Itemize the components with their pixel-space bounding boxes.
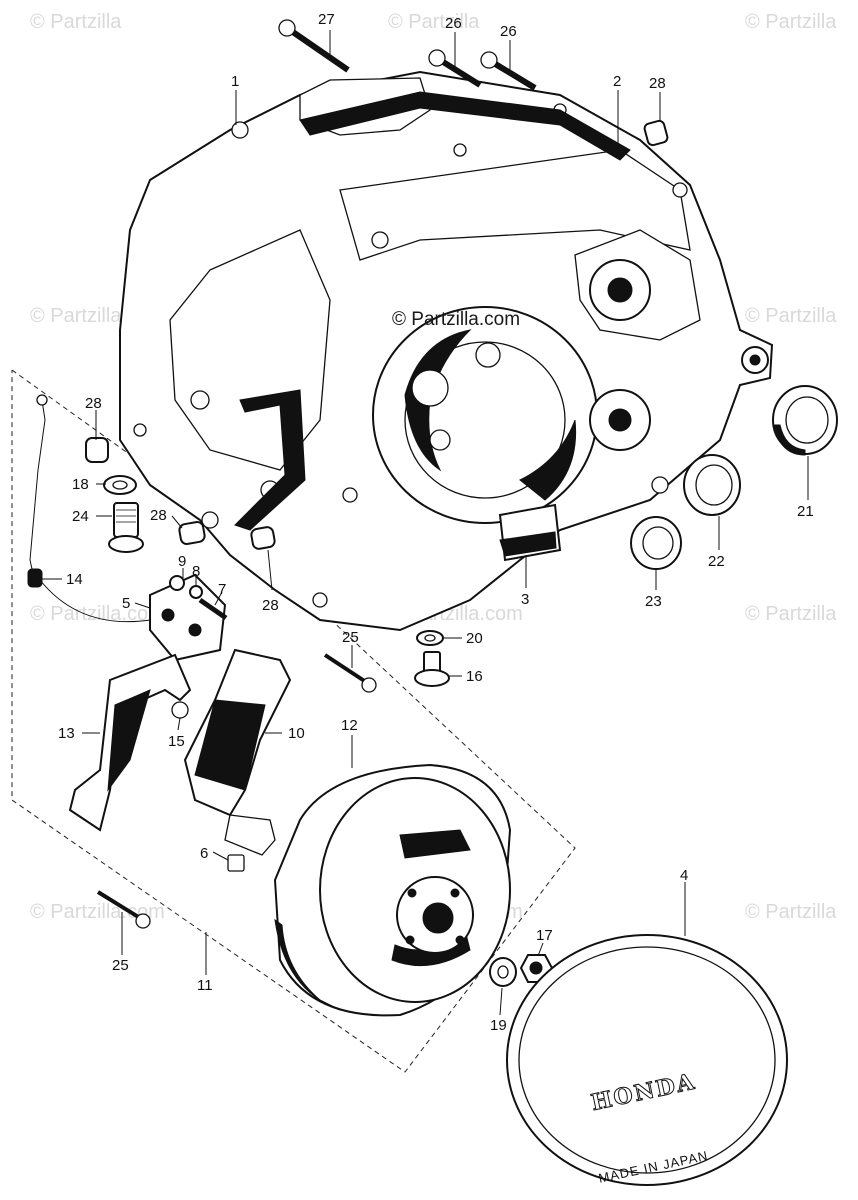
callout-16: 16 <box>466 668 483 685</box>
callout-11: 11 <box>197 977 213 994</box>
watermark-mid-right: © Partzilla <box>745 305 837 327</box>
watermark-top-right: © Partzilla <box>745 11 837 33</box>
callout-15: 15 <box>168 733 185 750</box>
screw-25-lower <box>96 890 151 929</box>
washer-9 <box>169 575 185 591</box>
callout-21: 21 <box>797 503 814 520</box>
watermark-lower-right: © Partzilla <box>745 603 837 625</box>
callout-26: 26 <box>500 23 517 40</box>
callout-17: 17 <box>536 927 553 944</box>
wire-clamp-13 <box>68 653 192 832</box>
oil-seal-23 <box>630 516 682 570</box>
leader-lines <box>42 30 809 1016</box>
drain-bolt-24 <box>108 502 144 553</box>
bolt-26-right <box>480 51 537 91</box>
oil-seal-22 <box>683 454 741 516</box>
callout-numbers: 27 26 26 1 2 28 28 18 24 28 9 8 7 5 14 2… <box>58 11 814 1034</box>
dowel-pin-top <box>643 119 669 147</box>
callout-25: 25 <box>342 629 359 646</box>
callout-13: 13 <box>58 725 75 742</box>
callout-28: 28 <box>150 507 167 524</box>
callout-5: 5 <box>122 595 130 612</box>
callout-26: 26 <box>445 15 462 32</box>
flywheel-rotor-12 <box>273 763 512 1017</box>
callout-9: 9 <box>178 553 186 570</box>
bolt-27 <box>278 19 350 73</box>
dowel-pin-left <box>85 437 109 463</box>
right-crankcase-cover <box>119 70 774 632</box>
dowel-pin-center <box>250 526 276 550</box>
callout-28: 28 <box>649 75 666 92</box>
dynamo-cover-4: HONDA MADE IN JAPAN <box>506 934 788 1186</box>
callout-6: 6 <box>200 845 208 862</box>
watermark-lower-left: © Partzilla.com <box>30 603 165 625</box>
bolt-16 <box>414 651 450 687</box>
callout-20: 20 <box>466 630 483 647</box>
callout-23: 23 <box>645 593 662 610</box>
callout-10: 10 <box>288 725 305 742</box>
screw-25-upper <box>323 653 377 693</box>
callout-3: 3 <box>521 591 529 608</box>
callout-14: 14 <box>66 571 83 588</box>
callout-25: 25 <box>112 957 129 974</box>
callout-7: 7 <box>218 581 226 598</box>
washer-8 <box>189 585 203 599</box>
callout-27: 27 <box>318 11 335 28</box>
callout-12: 12 <box>341 717 358 734</box>
callout-28: 28 <box>85 395 102 412</box>
callout-28: 28 <box>262 597 279 614</box>
callout-1: 1 <box>231 73 239 90</box>
callout-19: 19 <box>490 1017 507 1034</box>
exciter-coil-10 <box>183 648 292 856</box>
watermark-top-left: © Partzilla <box>30 11 122 33</box>
callout-18: 18 <box>72 476 89 493</box>
dowel-pin-lower <box>178 521 206 545</box>
callout-24: 24 <box>72 508 89 525</box>
watermark-center: © Partzilla.com <box>392 309 520 330</box>
callout-22: 22 <box>708 553 725 570</box>
terminal-6 <box>227 854 245 872</box>
contact-bracket-5 <box>149 573 228 662</box>
bolt-26-left <box>428 49 482 88</box>
watermark-mid-left: © Partzilla <box>30 305 122 327</box>
oil-seal-21 <box>772 385 838 456</box>
callout-4: 4 <box>680 867 688 884</box>
watermark-top-center: © Partzilla <box>388 11 480 33</box>
watermark-bottom-left: © Partzilla.com <box>30 901 165 923</box>
callout-2: 2 <box>613 73 621 90</box>
watermark-bottom-right: © Partzilla <box>745 901 837 923</box>
callout-8: 8 <box>192 563 200 580</box>
